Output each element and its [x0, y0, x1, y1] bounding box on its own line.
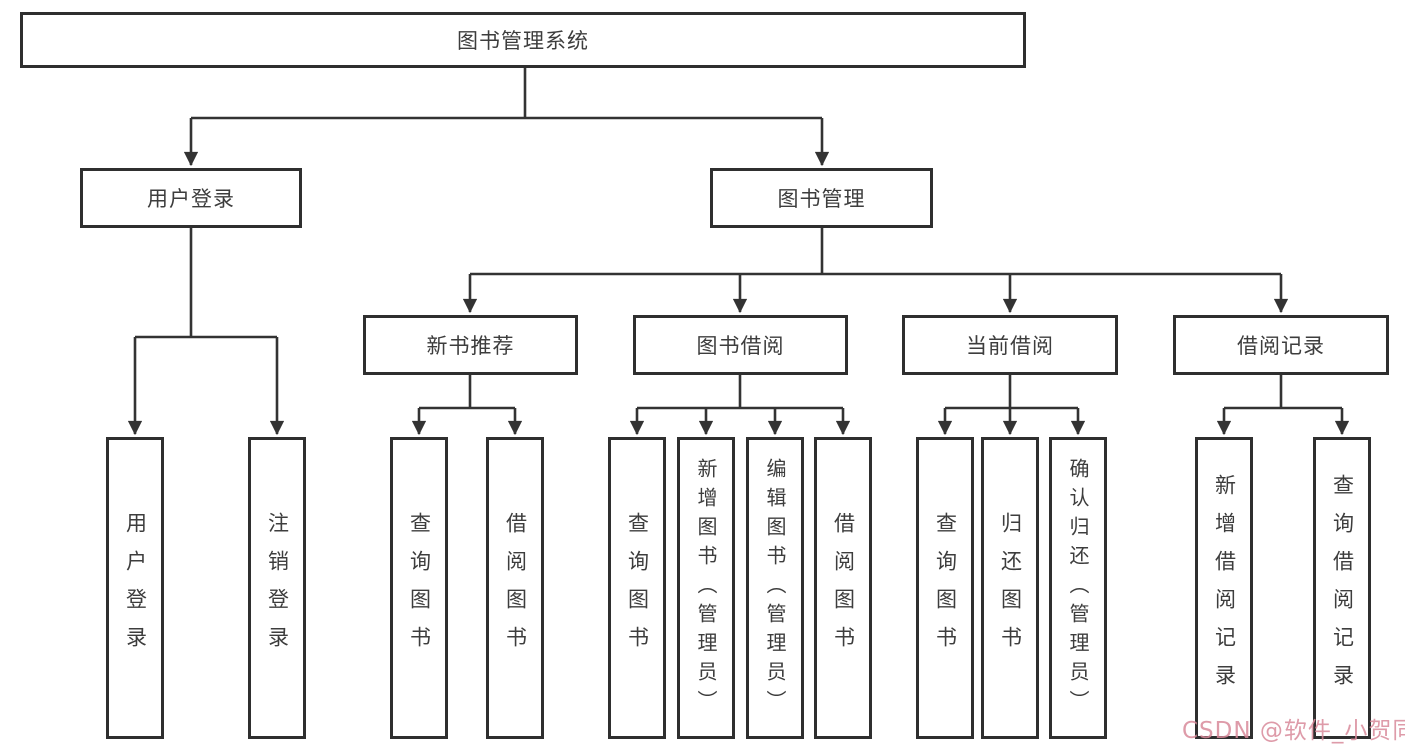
- leaf-borrow-books: 借阅图书: [814, 437, 872, 739]
- node-label: 查询借阅记录: [1330, 474, 1355, 702]
- node-label: 图书管理: [777, 187, 866, 211]
- node-label: 注销登录: [265, 512, 290, 664]
- node-user-login: 用户登录: [80, 168, 302, 228]
- node-book-management: 图书管理: [710, 168, 933, 228]
- leaf-edit-books-admin: 编辑图书（管理员）: [746, 437, 804, 739]
- node-label: 用户登录: [147, 187, 235, 211]
- node-label: 借阅记录: [1237, 334, 1325, 358]
- node-label: 确认归还（管理员）: [1066, 457, 1090, 719]
- csdn-watermark: CSDN @软件_小贺同学: [1182, 718, 1405, 744]
- node-label: 新增借阅记录: [1212, 474, 1237, 702]
- node-label: 图书借阅: [696, 334, 785, 358]
- node-label: 归还图书: [998, 512, 1023, 664]
- leaf-query-books-current: 查询图书: [916, 437, 974, 739]
- leaf-add-borrow-record: 新增借阅记录: [1195, 437, 1253, 739]
- node-label: 查询图书: [407, 512, 432, 664]
- node-label: 新增图书（管理员）: [694, 457, 718, 719]
- node-label: 用户登录: [123, 512, 148, 664]
- leaf-query-borrow-record: 查询借阅记录: [1313, 437, 1371, 739]
- node-label: 借阅图书: [503, 512, 528, 664]
- node-label: 查询图书: [625, 512, 650, 664]
- node-label: 编辑图书（管理员）: [763, 457, 787, 719]
- node-current-borrow: 当前借阅: [902, 315, 1118, 375]
- node-book-borrow: 图书借阅: [633, 315, 848, 375]
- node-label: 借阅图书: [831, 512, 856, 664]
- leaf-user-login: 用户登录: [106, 437, 164, 739]
- node-label: 查询图书: [933, 512, 958, 664]
- leaf-return-books: 归还图书: [981, 437, 1039, 739]
- leaf-borrow-books-recommend: 借阅图书: [486, 437, 544, 739]
- node-label: 图书管理系统: [457, 29, 589, 53]
- node-label: 新书推荐: [426, 334, 515, 358]
- leaf-query-books-borrow: 查询图书: [608, 437, 666, 739]
- leaf-add-books-admin: 新增图书（管理员）: [677, 437, 735, 739]
- node-borrow-records: 借阅记录: [1173, 315, 1389, 375]
- leaf-query-books-recommend: 查询图书: [390, 437, 448, 739]
- node-new-book-recommend: 新书推荐: [363, 315, 578, 375]
- leaf-logout: 注销登录: [248, 437, 306, 739]
- node-label: 当前借阅: [966, 334, 1054, 358]
- leaf-confirm-return-admin: 确认归还（管理员）: [1049, 437, 1107, 739]
- node-library-management-system: 图书管理系统: [20, 12, 1026, 68]
